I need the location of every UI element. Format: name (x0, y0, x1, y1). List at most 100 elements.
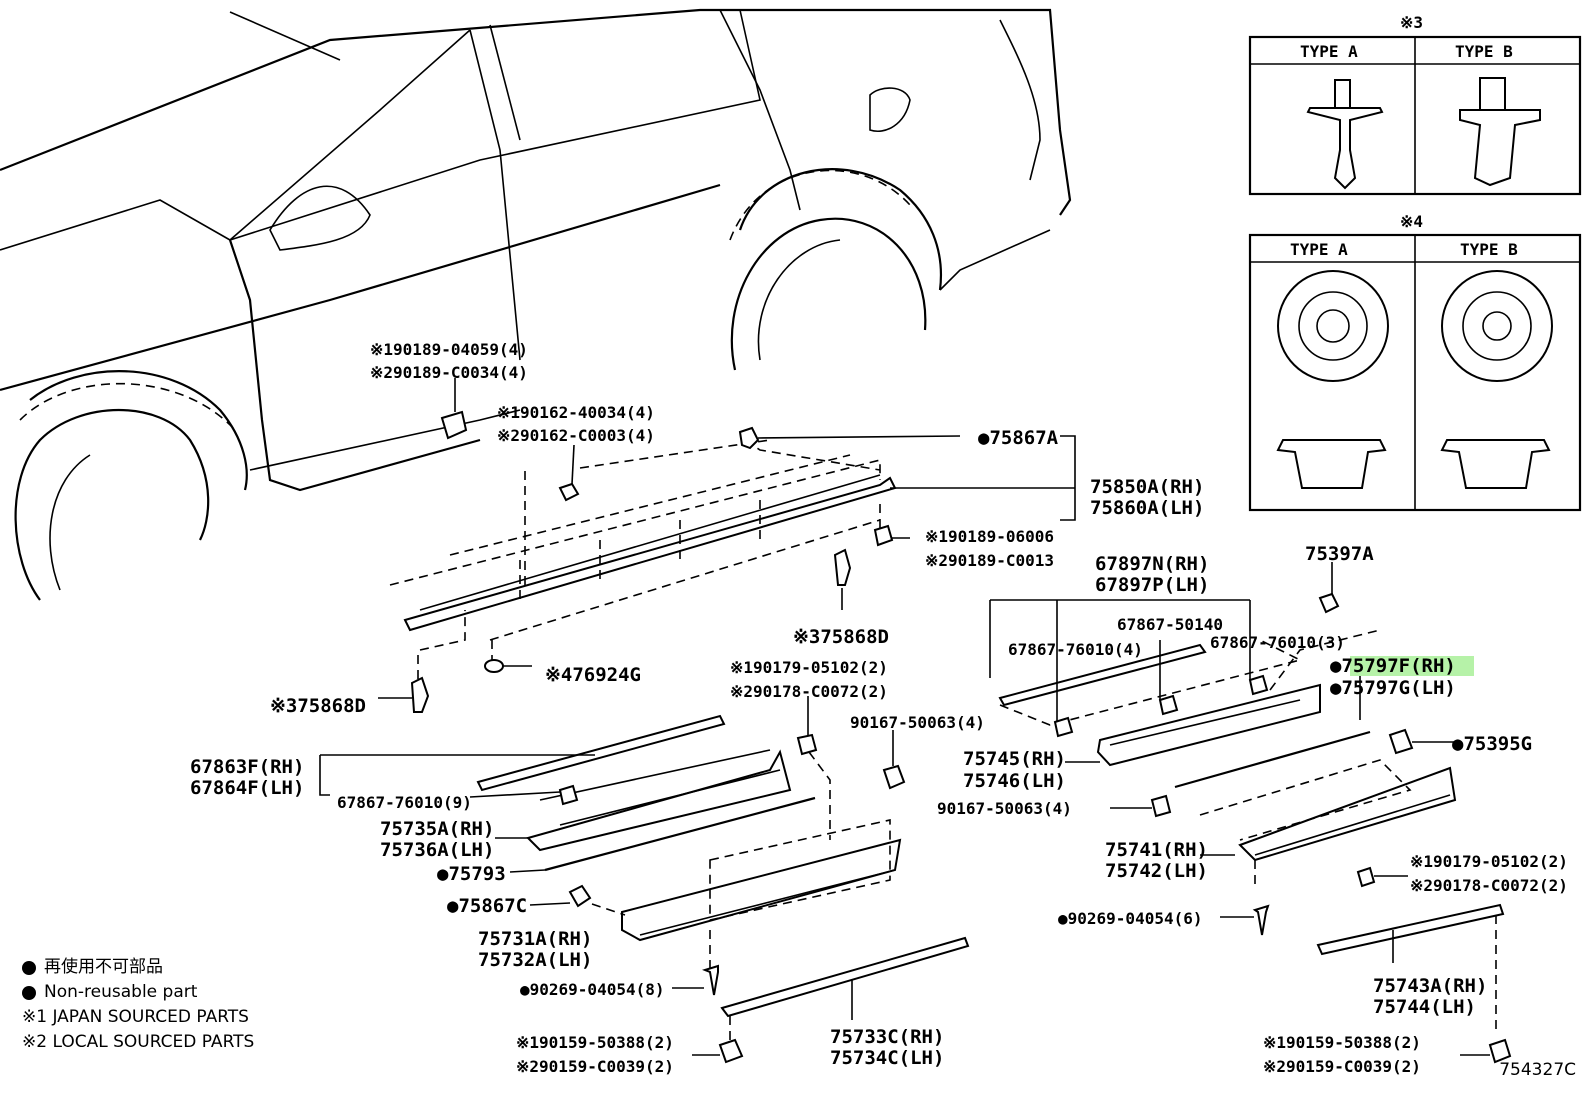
label-90189-04059: ※190189-04059(4) (370, 340, 528, 359)
labels: ※190189-04059(4) ※290189-C0034(4) ※19016… (190, 13, 1568, 1076)
label-75743A: 75743A(RH) (1373, 975, 1487, 997)
clip-75868D-left (378, 676, 430, 713)
label-67867-50140: 67867-50140 (1117, 615, 1223, 634)
label-75395G: ●75395G (1452, 733, 1532, 755)
inset3-type-a: TYPE A (1300, 42, 1358, 61)
screw-90269-center (672, 964, 719, 996)
label-75860A: 75860A(LH) (1090, 497, 1204, 519)
vehicle-outline (0, 8, 1072, 601)
moulding-75731A (621, 838, 902, 942)
label-90189-C0013: ※290189-C0013 (925, 551, 1054, 570)
clip-75395G (1388, 728, 1455, 755)
legend: 再使用不可部品 Non-reusable part ※1 JAPAN SOURC… (22, 955, 254, 1055)
clip-75397A (1318, 562, 1340, 614)
label-75744: 75744(LH) (1373, 996, 1476, 1018)
garnish-67897N (998, 639, 1303, 726)
rocker-moulding-upper (389, 439, 897, 680)
illustration-id: 754327C (1499, 1060, 1576, 1080)
nut-90167-50063-center (882, 730, 906, 790)
seal-75797F (1174, 730, 1371, 789)
highlight-75797F (1350, 656, 1474, 676)
inset4-type-a: TYPE A (1290, 240, 1348, 259)
legend-non-reusable-jp: 再使用不可部品 (44, 957, 163, 977)
clip-75867C (529, 884, 626, 916)
label-75734C: 75734C(LH) (830, 1047, 944, 1069)
label-75850A: 75850A(RH) (1090, 476, 1204, 498)
label-90189-C0034: ※290189-C0034(4) (370, 363, 528, 382)
nut-90159-right (1460, 1038, 1512, 1064)
label-90269-04054-6: ●90269-04054(6) (1058, 909, 1203, 928)
label-90159-C0039-center: ※290159-C0039(2) (516, 1057, 674, 1076)
legend-row-en: Non-reusable part (22, 980, 254, 1005)
label-90179-05102-center: ※190179-05102(2) (730, 658, 888, 677)
label-67897N: 67897N(RH) (1095, 553, 1209, 575)
label-75746: 75746(LH) (963, 770, 1066, 792)
nut-90167-50063-right (1110, 794, 1172, 818)
inset-clip-4 (1248, 233, 1582, 512)
label-75397A: 75397A (1305, 543, 1374, 565)
legend-note2: ※2 LOCAL SOURCED PARTS (22, 1032, 255, 1052)
label-90178-C0072-right: ※290178-C0072(2) (1410, 876, 1568, 895)
legend-note1: ※1 JAPAN SOURCED PARTS (22, 1007, 249, 1027)
clip-75867A (738, 426, 961, 450)
seal-75793 (544, 796, 816, 872)
nut-90189-04059 (440, 378, 468, 440)
label-75742: 75742(LH) (1105, 860, 1208, 882)
label-75867C: ●75867C (447, 895, 527, 917)
label-90178-C0072-center: ※290178-C0072(2) (730, 682, 888, 701)
label-76924G: ※476924G (545, 664, 641, 686)
inset4-type-b: TYPE B (1460, 240, 1518, 259)
label-75731A: 75731A(RH) (478, 928, 592, 950)
nut-90179-05102-center (796, 696, 818, 756)
clips-67867-right (558, 674, 1269, 806)
label-75732A: 75732A(LH) (478, 949, 592, 971)
protector-75745 (1096, 683, 1321, 767)
label-90189-06006: ※190189-06006 (925, 527, 1054, 546)
label-67864F: 67864F(LH) (190, 777, 304, 799)
label-75868D-left: ※375868D (270, 695, 366, 717)
clip-75868D-center (833, 548, 852, 610)
moulding-75741 (1238, 766, 1457, 862)
nut-90159-center (692, 1015, 744, 1064)
nut-90179-05102-right (1356, 866, 1408, 888)
label-75745: 75745(RH) (963, 748, 1066, 770)
legend-non-reusable-en: Non-reusable part (44, 982, 198, 1002)
label-90159-50388-right: ※190159-50388(2) (1263, 1033, 1421, 1052)
moulding-75743A (1316, 903, 1505, 956)
nut-90189-06006 (873, 500, 910, 547)
garnish-67863F (476, 714, 726, 792)
label-90179-05102-right: ※190179-05102(2) (1410, 852, 1568, 871)
label-75867A: ●75867A (978, 427, 1059, 449)
label-67867-76010-3: 67867-76010(3) (1210, 633, 1345, 652)
inset-clip-3 (1248, 35, 1582, 196)
inset3-type-b: TYPE B (1455, 42, 1513, 61)
dot-icon (22, 960, 36, 975)
label-90159-C0039-right: ※290159-C0039(2) (1263, 1057, 1421, 1076)
label-90167-50063-right: 90167-50063(4) (937, 799, 1072, 818)
label-67867-76010-9: 67867-76010(9) (337, 793, 472, 812)
label-75793: ●75793 (437, 863, 506, 885)
label-90167-50063-center: 90167-50063(4) (850, 713, 985, 732)
screw-90162 (558, 444, 580, 502)
label-75735A: 75735A(RH) (380, 818, 494, 840)
inset4-mark: ※4 (1400, 212, 1423, 231)
dot-icon (22, 985, 36, 1000)
label-75797G: ●75797G(LH) (1330, 677, 1456, 699)
label-90162-C0003: ※290162-C0003(4) (497, 426, 655, 445)
label-75868D-center: ※375868D (793, 626, 889, 648)
inset3-mark: ※3 (1400, 13, 1423, 32)
screw-90269-right (1220, 904, 1270, 936)
label-75733C: 75733C(RH) (830, 1026, 944, 1048)
label-90162-40034: ※190162-40034(4) (497, 403, 655, 422)
label-75736A: 75736A(LH) (380, 839, 494, 861)
label-75741: 75741(RH) (1105, 839, 1208, 861)
label-90269-04054-8: ●90269-04054(8) (520, 980, 665, 999)
clip-76924G (484, 659, 532, 673)
label-67897P: 67897P(LH) (1095, 574, 1209, 596)
guide-box-center (709, 819, 891, 921)
protector-75735A (526, 749, 792, 852)
label-67863F: 67863F(RH) (190, 756, 304, 778)
label-90159-50388-center: ※190159-50388(2) (516, 1033, 674, 1052)
moulding-75733C (720, 936, 970, 1018)
